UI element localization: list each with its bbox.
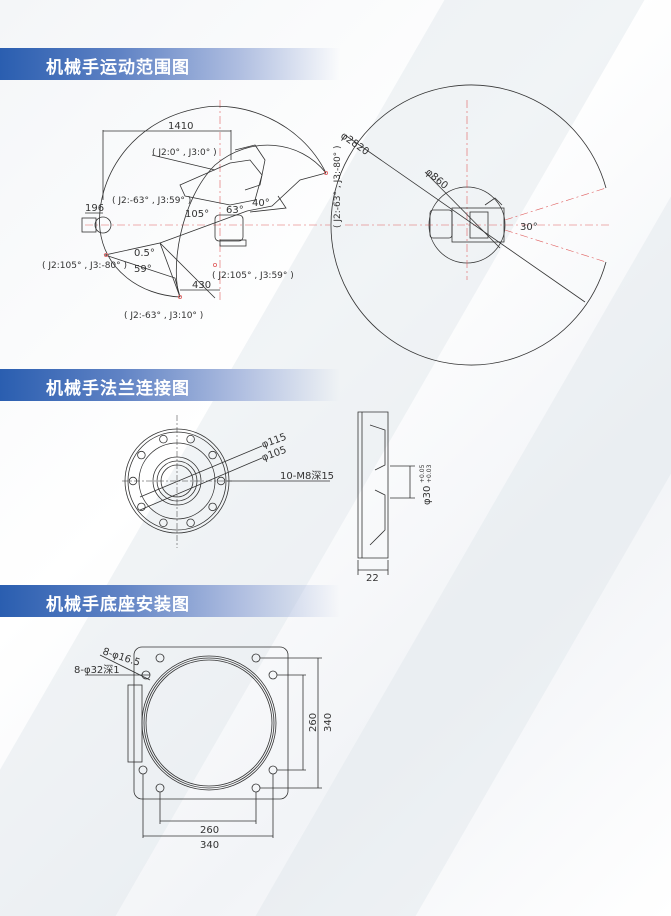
dim-outer-h: 340 bbox=[200, 840, 219, 851]
section-header-base: 机械手底座安装图 bbox=[0, 585, 340, 617]
pose-label: ( J2:-63° , J3:59° ) bbox=[112, 196, 191, 206]
pose-label: ( J2:0° , J3:0° ) bbox=[152, 148, 217, 158]
section-title: 机械手法兰连接图 bbox=[46, 379, 190, 399]
dim-inner-h: 260 bbox=[200, 825, 219, 836]
holes-label: 10-M8深15 bbox=[280, 470, 334, 482]
angle-59-label: 59° bbox=[134, 264, 152, 275]
bore-tolerance-lower: +0.03 bbox=[426, 464, 433, 483]
top-view-drawing bbox=[330, 84, 610, 366]
angle-63-label: 63° bbox=[226, 205, 244, 216]
dim-reach-label: 1410 bbox=[168, 121, 193, 132]
side-view-drawing bbox=[81, 100, 330, 300]
dim-rear-label: 196 bbox=[85, 203, 104, 214]
pose-label: ( J2:105° , J3:-80° ) bbox=[42, 261, 127, 271]
thickness-label: 22 bbox=[366, 573, 379, 584]
dim-low-label: 430 bbox=[192, 280, 211, 291]
dim-outer-label: φ2820 bbox=[338, 130, 371, 157]
pose-label: ( J2:-63° , J3:10° ) bbox=[124, 311, 203, 321]
section-header-motion-range: 机械手运动范围图 bbox=[0, 48, 340, 80]
angle-105-label: 105° bbox=[185, 209, 209, 220]
bore-label: φ30 bbox=[422, 486, 433, 505]
flange-side-view bbox=[357, 411, 415, 575]
angle-40-label: 40° bbox=[252, 198, 270, 209]
angle-label: 30° bbox=[520, 222, 538, 233]
dim-inner-label: φ860 bbox=[423, 167, 450, 192]
pose-label: ( J2:105° , J3:59° ) bbox=[212, 271, 294, 281]
bore-tolerance-upper: +0.05 bbox=[419, 464, 426, 483]
pose-label: ( J2:-63° , J3:-80° ) bbox=[333, 145, 343, 228]
section-title: 机械手运动范围图 bbox=[46, 58, 190, 78]
dim-outer-v: 340 bbox=[323, 713, 334, 732]
section-header-flange: 机械手法兰连接图 bbox=[0, 369, 340, 401]
flange-front-view bbox=[122, 415, 330, 548]
hole-spec-2: 8-φ32深1 bbox=[74, 664, 120, 676]
dim-inner-v: 260 bbox=[308, 713, 319, 732]
base-drawing bbox=[85, 646, 322, 838]
angle-05-label: 0.5° bbox=[134, 248, 155, 259]
section-title: 机械手底座安装图 bbox=[46, 595, 190, 615]
